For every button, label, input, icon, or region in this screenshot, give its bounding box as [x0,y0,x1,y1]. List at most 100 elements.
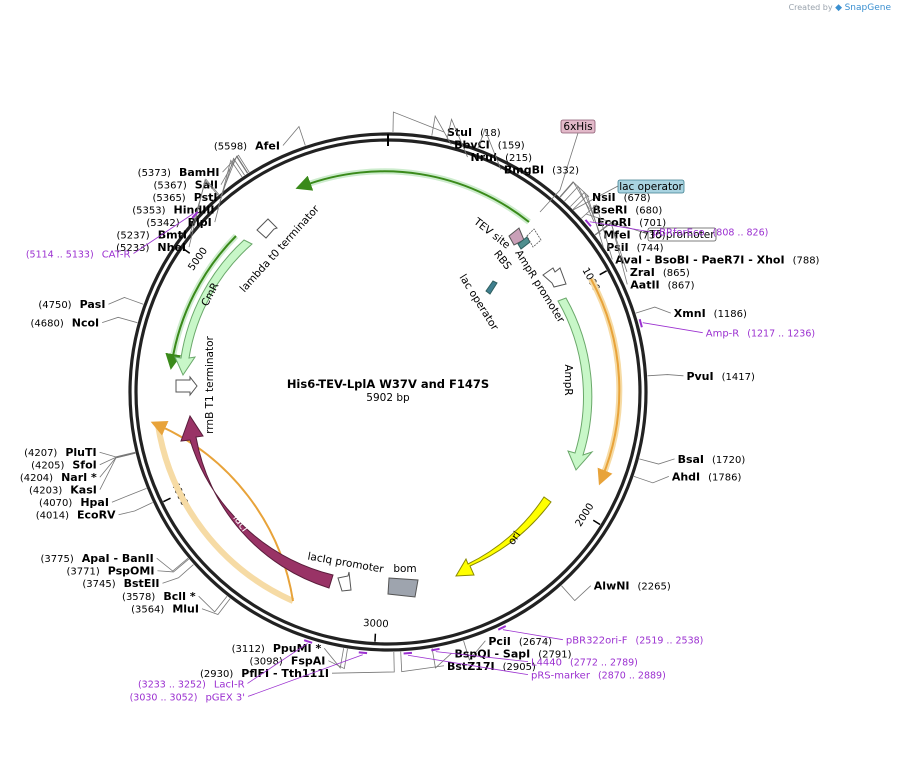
enzyme-label-xmni[interactable]: XmnI(1186) [674,307,747,320]
enzyme-label-hpai[interactable]: (4070)HpaI [39,496,109,509]
enzyme-label-pflfi-tth111i[interactable]: (2930)PflFI - Tth111I [200,667,329,680]
enzyme-label-bamhi[interactable]: (5373)BamHI [138,166,220,179]
enzyme-leader-fspai [328,648,348,670]
enzyme-label-bsteii[interactable]: (3745)BstEII [82,577,159,590]
enzyme-label-ppumi[interactable]: (3112)PpuMI * [232,642,322,655]
enzyme-label-nsii[interactable]: NsiI(678) [592,191,651,204]
enzyme-label-mlui[interactable]: (3564)MluI [131,603,199,616]
orf-arc-top [295,170,530,223]
label-ampr-promoter: AmpR promoter [512,248,567,326]
enzyme-label-hindiii[interactable]: (5353)HindIII [132,204,214,217]
enzyme-label-avai-bsobi-paer7i-xhoi[interactable]: AvaI - BsoBI - PaeR7I - XhoI(788) [615,253,819,266]
enzyme-leader-bbvci [431,114,452,145]
primer-labels: pBRforEco(808 .. 826) Amp-R(1217 .. 1236)… [26,211,815,703]
enzyme-label-mfei[interactable]: MfeI(730) [603,228,665,241]
enzyme-label-bseri[interactable]: BseRI(680) [592,203,662,216]
enzyme-label-ecorv[interactable]: (4014)EcoRV [36,509,116,522]
enzyme-label-pspomi[interactable]: (3771)PspOMI [67,565,155,578]
orf-arc-right [590,278,621,486]
credit-brand: SnapGene [844,3,891,13]
enzyme-label-nrui[interactable]: NruI(215) [471,151,533,164]
orf-halo-top [301,168,531,225]
feature-rrnb-terminator[interactable] [175,375,198,397]
feature-cmr[interactable] [174,239,253,377]
primer-label-laci-r[interactable]: (3233 .. 3252)LacI-R [138,679,245,690]
feature-t5-promoter[interactable] [526,228,542,248]
enzyme-leader-bstz17i [400,651,445,673]
enzyme-label-apai-banii[interactable]: (3775)ApaI - BanII [40,552,153,565]
primer-leader-laci-r [247,643,308,684]
enzyme-leader-bmti [189,178,220,235]
primer-label-prs-marker[interactable]: pRS-marker(2870 .. 2889) [531,671,666,682]
feature-laci[interactable] [180,414,334,589]
enzyme-leader-avai-bsobi-paer7i-xhoi [581,204,613,260]
enzyme-leader-nrui [446,118,468,158]
enzyme-leader-pflfi-tth111i [331,651,395,674]
label-rbs: RBS [491,248,514,272]
enzyme-label-bmgbi[interactable]: BmgBI(332) [504,164,579,177]
enzyme-label-stui[interactable]: StuI(18) [447,126,501,139]
primer-mark-pbrforeco [584,219,592,227]
primer-mark-prs-marker [403,651,413,655]
enzyme-label-zrai[interactable]: ZraI(865) [630,266,690,279]
enzyme-label-ncoi[interactable]: (4680)NcoI [30,317,99,330]
enzyme-label-pvui[interactable]: PvuI(1417) [686,370,755,383]
primer-label-amp-r[interactable]: Amp-R(1217 .. 1236) [706,329,815,340]
tick-mark-5000 [182,248,191,254]
plasmid-size: 5902 bp [366,392,410,404]
enzyme-label-pcii[interactable]: PciI(2674) [488,635,552,648]
enzyme-label-aatii[interactable]: AatII(867) [630,278,694,291]
enzyme-label-bspqi-sapi[interactable]: BspQI - SapI(2791) [454,647,571,660]
enzyme-label-sfoi[interactable]: (4205)SfoI [31,459,97,472]
enzyme-leader-alwni [561,585,592,602]
tick-mark-2000 [592,519,601,526]
primer-label-l4440[interactable]: L4440(2772 .. 2789) [531,658,638,669]
enzyme-label-psii[interactable]: PsiI(744) [606,241,663,254]
primer-leader-amp-r [642,322,703,334]
enzyme-label-bsai[interactable]: BsaI(1720) [678,453,746,466]
enzyme-leader-kasi [99,452,136,490]
feature-lac-operator[interactable] [485,280,498,295]
feature-bom[interactable] [387,577,419,598]
enzyme-leader-ahdi [633,476,669,484]
primer-leader-prs-marker [407,654,529,676]
feature-lambda-terminator[interactable] [256,218,278,239]
enzyme-leader-pcii [463,640,486,661]
primer-label-pgex-3[interactable]: (3030 .. 3052)pGEX 3' [130,692,245,703]
enzyme-label-ecori[interactable]: EcoRI(701) [597,216,666,229]
feature-ampr[interactable] [557,297,594,471]
feature-laciq-promoter[interactable] [337,571,352,592]
enzyme-label-afei[interactable]: (5598)AfeI [214,139,280,152]
enzyme-label-psti[interactable]: (5365)PstI [152,191,217,204]
enzyme-label-alwni[interactable]: AlwNI(2265) [594,580,671,593]
enzyme-leader-apai-banii [156,557,189,572]
enzyme-label-pasi[interactable]: (4750)PasI [38,298,105,311]
enzyme-leader-ecorv [118,502,153,516]
feature-ampr-promoter[interactable] [542,267,567,288]
enzyme-label-bmti[interactable]: (5237)BmtI [116,229,186,242]
enzyme-label-pluti[interactable]: (4207)PluTI [24,446,97,459]
primer-leader-l4440 [435,651,529,663]
primer-label-pbr322ori-f[interactable]: pBR322ori-F(2519 .. 2538) [566,636,703,647]
enzyme-label-bcli[interactable]: (3578)BclI * [122,590,196,603]
boxed-label-6xhis-text: 6xHis [563,121,592,133]
enzyme-label-kasi[interactable]: (4203)KasI [29,484,97,497]
enzyme-leader-pasi [108,297,144,305]
enzyme-label-fspai[interactable]: (3098)FspAI [250,655,326,668]
orf-halo-left [155,424,295,604]
enzyme-label-bbvci[interactable]: BbvCI(159) [454,139,525,152]
enzyme-leader-ncoi [102,316,138,324]
enzyme-leader-afei [282,125,306,146]
primer-label-cat-r[interactable]: (5114 .. 5133)CAT-R [26,249,131,260]
enzyme-label-ahdi[interactable]: AhdI(1786) [672,470,742,483]
feature-ori[interactable] [455,496,552,577]
label-rrnb-terminator: rrnB T1 terminator [204,335,216,433]
orf-arc-cmr [165,235,237,370]
primer-label-pbrforeco[interactable]: pBRforEco(808 .. 826) [653,228,769,239]
enzyme-label-sali[interactable]: (5367)SalI [154,179,218,192]
primer-leader-pbrforeco [589,221,650,233]
enzyme-label-bstz17i[interactable]: BstZ17I(2905) [447,660,536,673]
enzyme-label-nhei[interactable]: (5233)NheI [116,241,186,254]
enzyme-label-nari[interactable]: (4204)NarI * [20,471,97,484]
